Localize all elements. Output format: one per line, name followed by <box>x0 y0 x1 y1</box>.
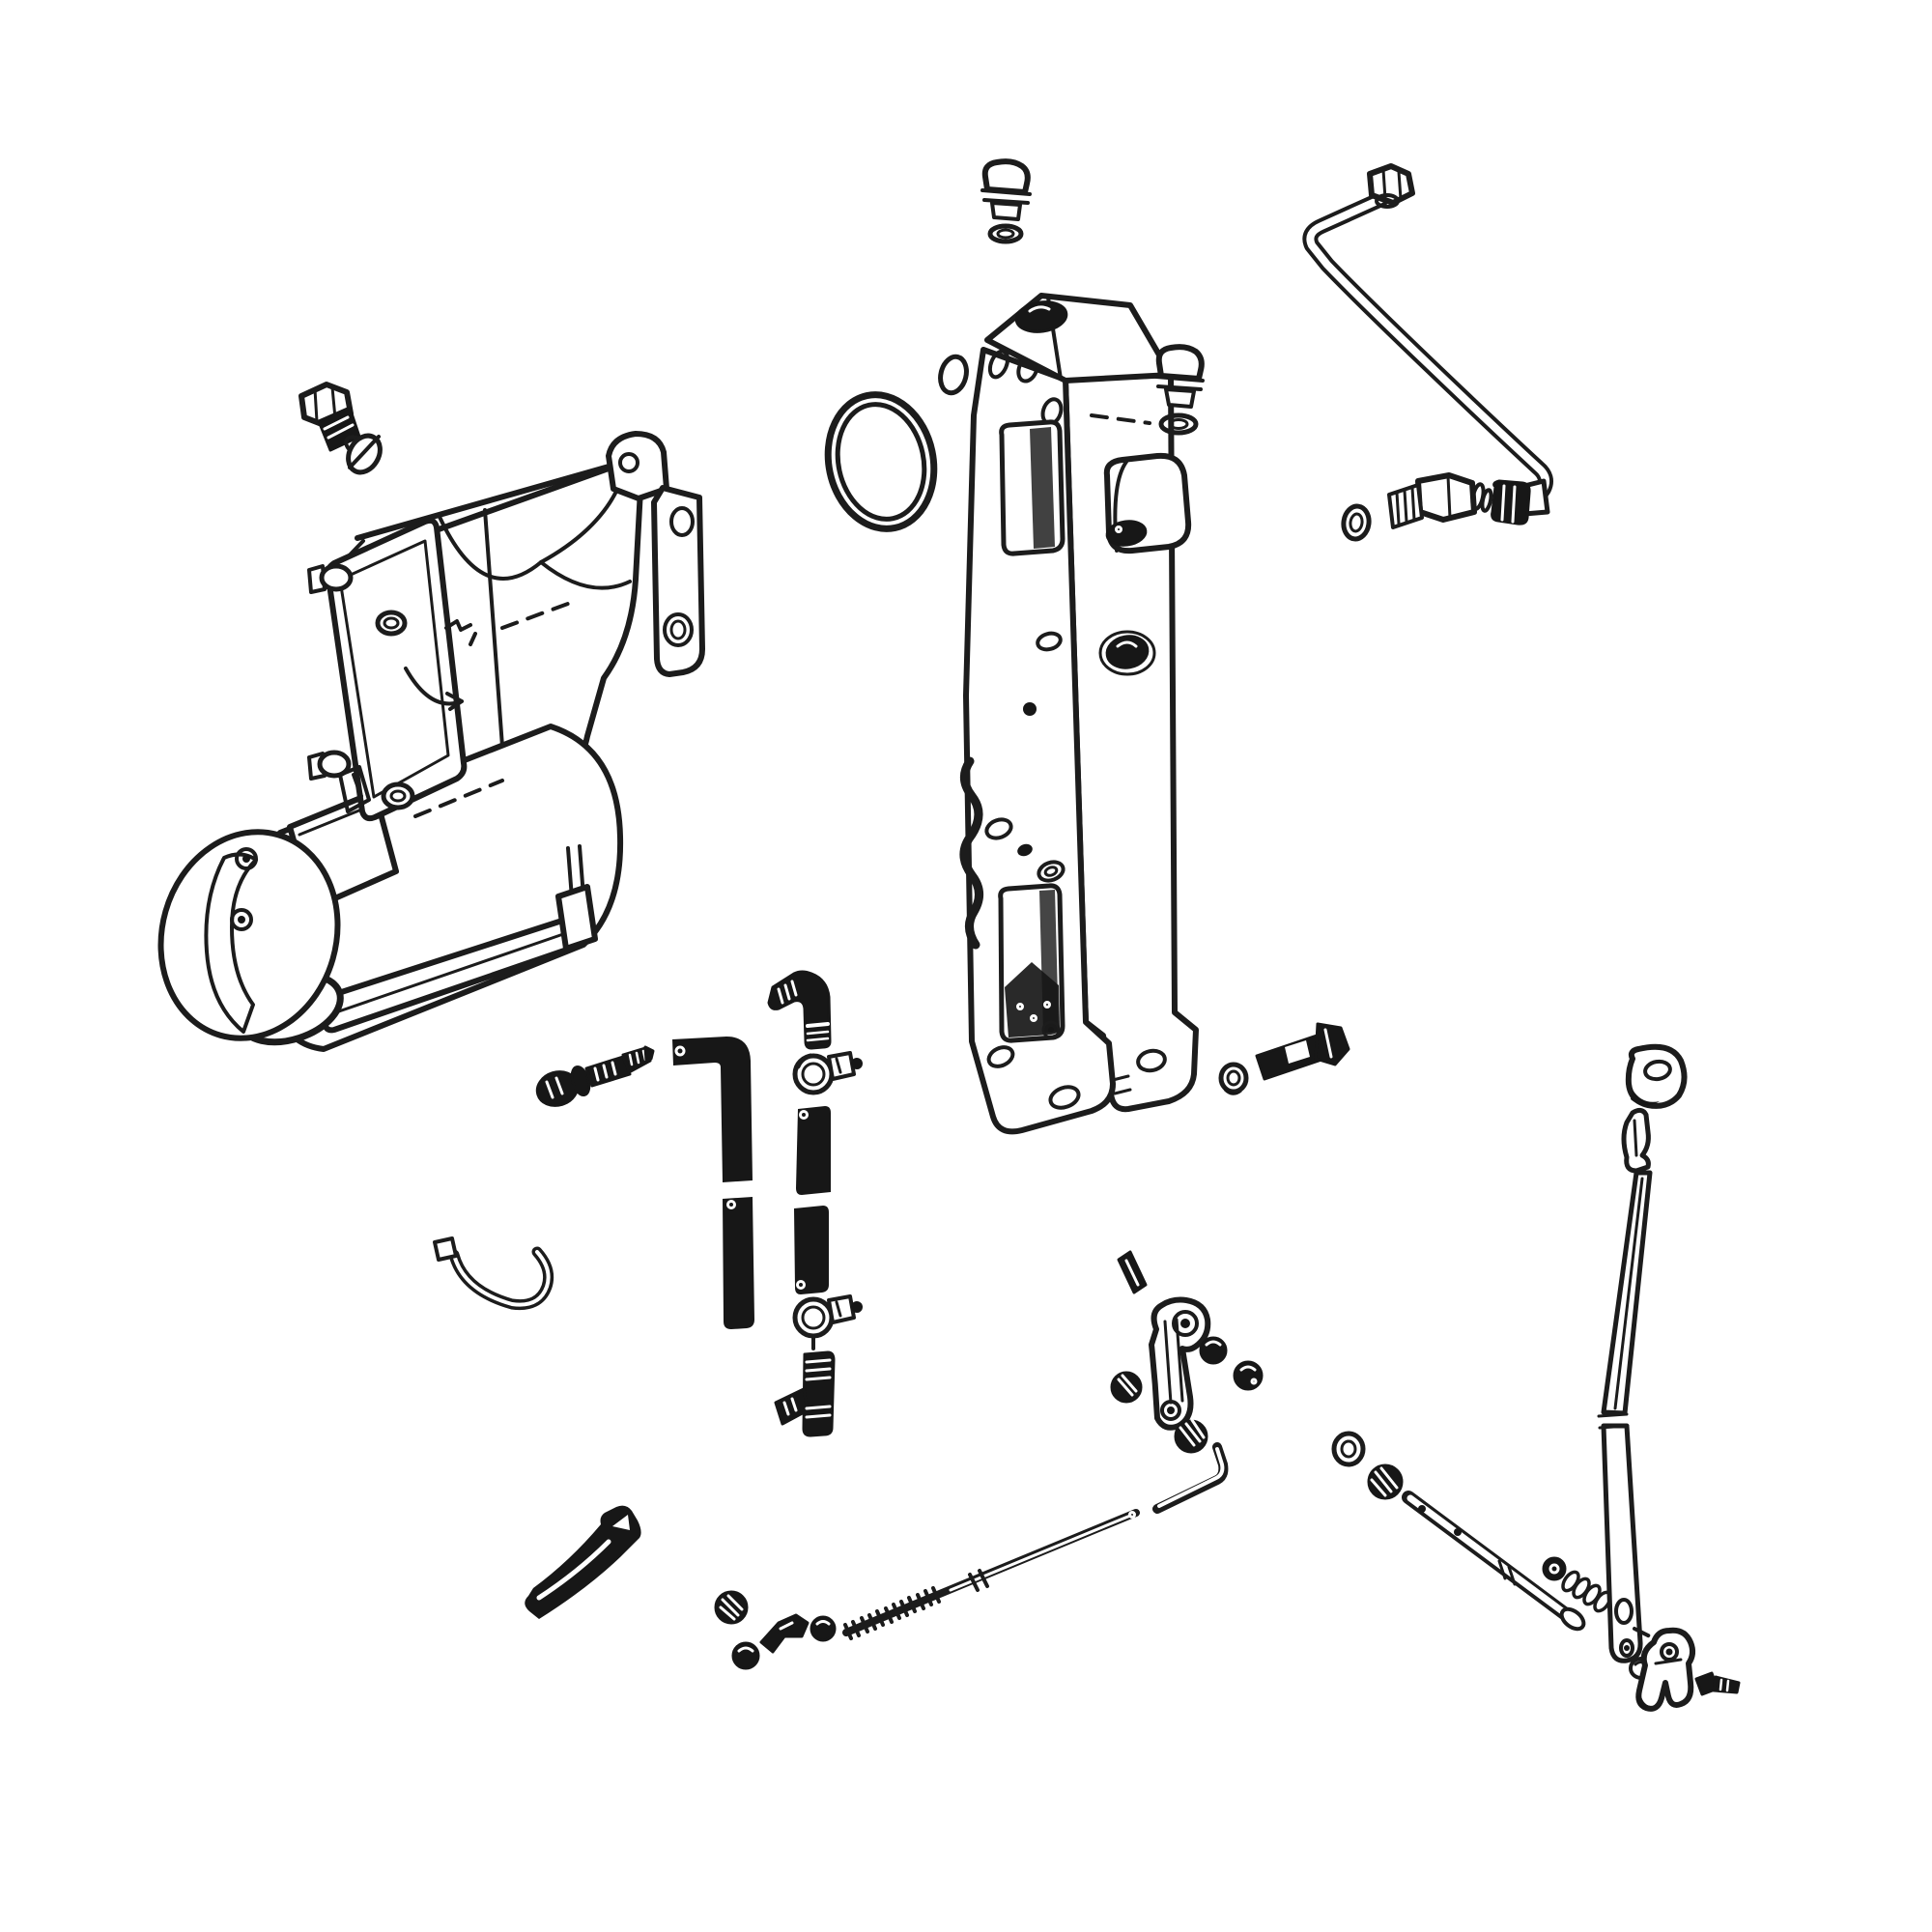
linkage-pin <box>1117 1250 1148 1294</box>
small-oring <box>938 354 969 396</box>
throttle-rod <box>842 1509 1140 1640</box>
lock-nut-a <box>731 1641 760 1670</box>
elbow-bolt <box>759 1613 810 1654</box>
clevis-bolt <box>1694 1671 1741 1696</box>
hose-lower <box>794 1206 829 1294</box>
return-pipe <box>1302 163 1553 502</box>
manifold-side-plug <box>1154 344 1205 436</box>
filler-plug <box>298 382 383 475</box>
nut-c1 <box>1199 1336 1228 1365</box>
knurled-nut-a <box>714 1590 749 1625</box>
elbow-hose <box>672 1037 753 1182</box>
hose-clamp-upper <box>792 1051 863 1095</box>
eye-bracket <box>1625 1043 1688 1109</box>
nut-left <box>1110 1371 1143 1404</box>
knurled-bushing <box>1367 1463 1404 1500</box>
governor-unit <box>157 459 644 1052</box>
bleed-fitting <box>535 1045 655 1107</box>
link-lower <box>1597 1412 1660 1663</box>
grip-handle <box>525 1505 641 1619</box>
washer-mid <box>1331 1431 1366 1467</box>
knurled-nut-b <box>1174 1418 1208 1454</box>
link-upper <box>1601 1170 1653 1416</box>
hook-lever <box>1621 1107 1651 1174</box>
bent-link <box>1152 1442 1229 1514</box>
curved-pipe <box>433 1236 554 1311</box>
large-oring <box>824 391 938 532</box>
governor-bracket <box>606 431 705 677</box>
crank-lever <box>1149 1296 1211 1431</box>
cross-rod <box>1402 1491 1586 1632</box>
tee-fitting <box>774 1350 836 1437</box>
manifold-top-plug <box>980 158 1032 244</box>
clevis <box>1635 1627 1696 1712</box>
vent-elbow <box>767 970 832 1050</box>
lock-nut-b <box>810 1615 837 1642</box>
mounting-bolt <box>1218 1022 1350 1095</box>
hose-clamp-lower <box>792 1294 863 1350</box>
nut-c2 <box>1233 1360 1264 1391</box>
straight-hose <box>723 1197 754 1329</box>
hose-upper <box>796 1106 831 1195</box>
pipe-union <box>1341 472 1550 542</box>
manifold-housing <box>959 293 1199 1135</box>
